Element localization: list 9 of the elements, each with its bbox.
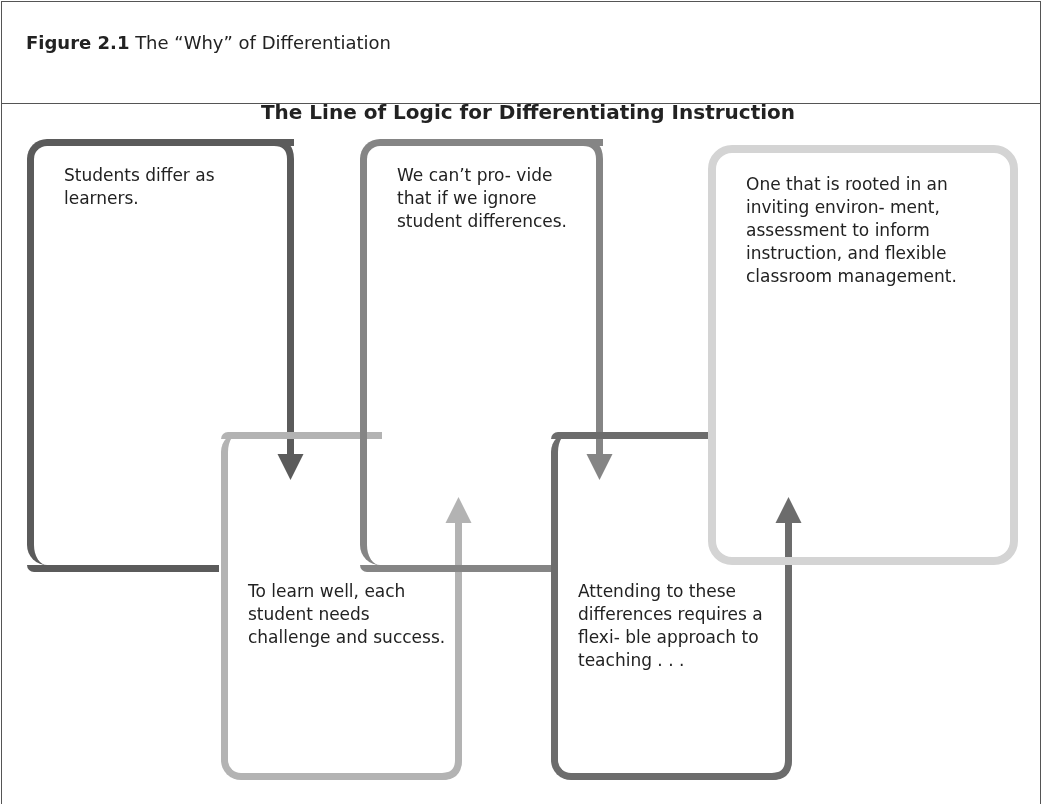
- box-text: Students differ as learners.: [64, 164, 216, 210]
- diagram-title: The Line of Logic for Differentiating Instruction: [259, 100, 797, 124]
- box-text: We can’t pro- vide that if we ignore student differences.: [397, 164, 568, 233]
- box-text: Attending to these differences requires a flexi- ble approach to teaching . . .: [578, 580, 764, 672]
- figure-heading: Figure 2.1 The “Why” of Differentiation: [26, 32, 392, 53]
- process-box: [551, 432, 792, 780]
- box-text: To learn well, each student needs challenge and success.: [248, 580, 447, 649]
- box-text: One that is rooted in an inviting environ- ment, assessment to inform instruction, and flexible classroom management.: [746, 173, 958, 288]
- process-box: [708, 145, 1018, 565]
